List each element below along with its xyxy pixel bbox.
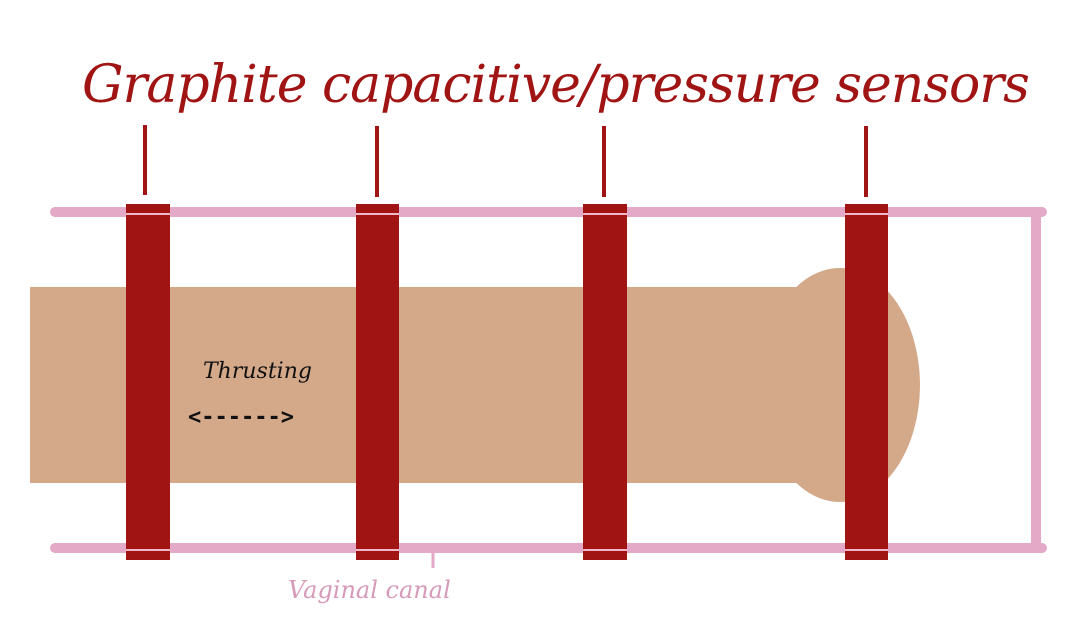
sensor-band xyxy=(356,204,399,560)
sensor-band xyxy=(583,204,627,560)
sensor-group xyxy=(126,125,888,560)
graphite-sensor xyxy=(356,126,399,560)
diagram-title: Graphite capacitive/pressure sensors xyxy=(82,55,1029,115)
graphite-sensor xyxy=(126,125,170,560)
shaft-tip xyxy=(760,268,920,502)
graphite-sensor xyxy=(583,126,627,560)
sensor-band xyxy=(845,204,888,560)
thrusting-arrow: <------> xyxy=(188,405,294,430)
thrusting-label: Thrusting xyxy=(203,359,312,384)
graphite-sensor xyxy=(845,126,888,560)
sensor-band xyxy=(126,204,170,560)
vaginal-canal-label: Vaginal canal xyxy=(288,576,451,604)
